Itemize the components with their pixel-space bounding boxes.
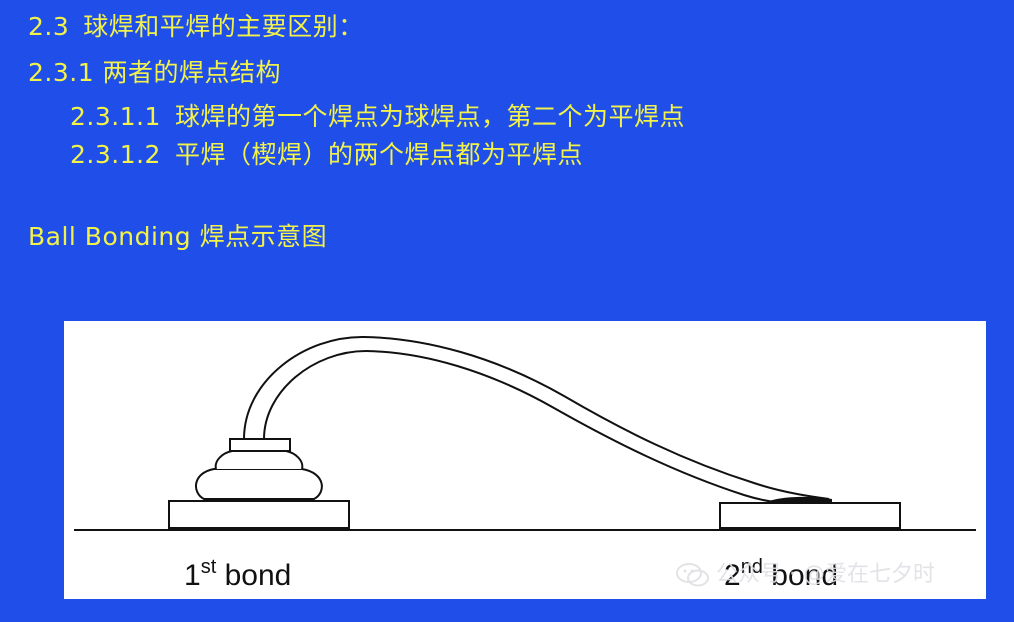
first-bond-number: 1 — [184, 559, 201, 592]
list-item-text: 平焊（楔焊）的两个焊点都为平焊点 — [174, 140, 583, 169]
first-bond-label: 1st bond — [184, 549, 291, 594]
list-item: 2.3.1.2 平焊（楔焊）的两个焊点都为平焊点 — [70, 140, 583, 170]
list-item-text: 球焊的第一个焊点为球焊点，第二个为平焊点 — [174, 102, 685, 131]
second-bond-word: bond — [762, 559, 839, 592]
section-heading: 2.3 球焊和平焊的主要区别： — [28, 12, 364, 42]
bond-wire-outer — [243, 335, 830, 500]
ball-neck — [214, 450, 304, 470]
second-bond-ordinal: nd — [740, 556, 763, 578]
bond-wire-inner — [263, 349, 815, 506]
first-bond-pad — [168, 500, 350, 529]
first-bond-ordinal: st — [200, 556, 217, 578]
section-heading-number: 2.3 — [28, 12, 70, 41]
list-item: 2.3.1.1 球焊的第一个焊点为球焊点，第二个为平焊点 — [70, 102, 685, 132]
watermark-text: 公众号 · @爱在七夕时 — [716, 562, 935, 587]
second-bond-number: 2 — [724, 559, 741, 592]
wechat-icon — [676, 563, 709, 587]
watermark: 公众号 · @爱在七夕时 — [676, 560, 935, 590]
section-heading-text: 球焊和平焊的主要区别： — [83, 12, 364, 41]
ball-bonding-diagram: 1st bond 2nd bond — [64, 321, 986, 599]
list-item-number: 2.3.1.1 — [70, 102, 161, 131]
bonding-illustration — [74, 335, 976, 531]
diagram-caption: Ball Bonding 焊点示意图 — [28, 222, 328, 251]
first-bond-word: bond — [216, 559, 292, 592]
second-bond-label: 2nd bond — [724, 549, 838, 594]
subsection-heading: 2.3.1 两者的焊点结构 — [28, 58, 282, 87]
ball-cap — [229, 438, 291, 452]
ball-bond — [195, 468, 323, 500]
second-bond-pad — [719, 502, 901, 529]
wedge-bond — [764, 496, 832, 503]
list-item-number: 2.3.1.2 — [70, 140, 161, 169]
